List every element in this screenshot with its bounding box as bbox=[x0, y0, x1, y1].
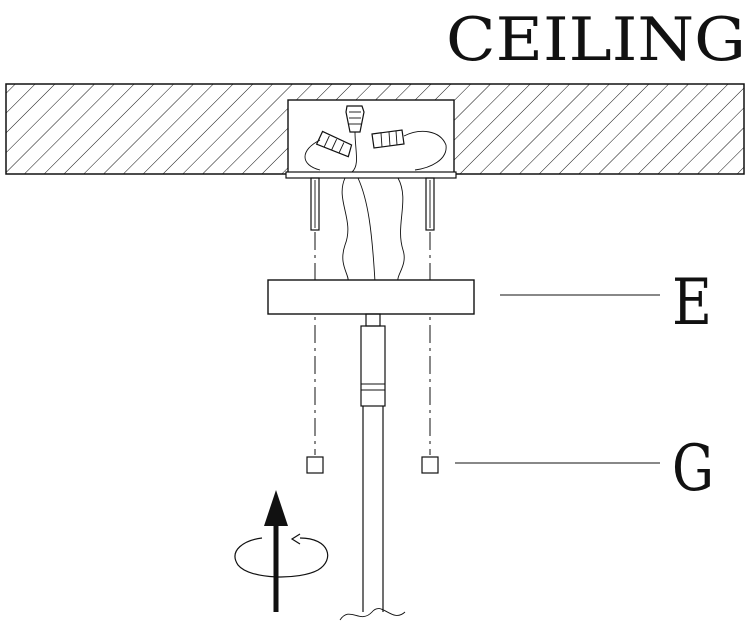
cap-nuts-g bbox=[306, 456, 439, 474]
label-g: G bbox=[672, 432, 714, 506]
alignment-lines bbox=[314, 232, 431, 455]
wires-in-box bbox=[304, 130, 447, 173]
rotate-arrow-icon bbox=[234, 533, 329, 578]
mounting-rods bbox=[310, 177, 435, 231]
junction-box bbox=[287, 99, 455, 175]
mounting-plate bbox=[285, 171, 457, 179]
supply-wires bbox=[341, 177, 405, 283]
up-arrow-icon bbox=[264, 490, 288, 612]
fixture-stem bbox=[339, 313, 406, 621]
label-e: E bbox=[672, 266, 712, 340]
ceiling-slab bbox=[5, 83, 745, 175]
wire-connectors bbox=[315, 105, 405, 158]
ceiling-title: CEILING bbox=[446, 5, 746, 75]
canopy-e bbox=[267, 279, 475, 315]
